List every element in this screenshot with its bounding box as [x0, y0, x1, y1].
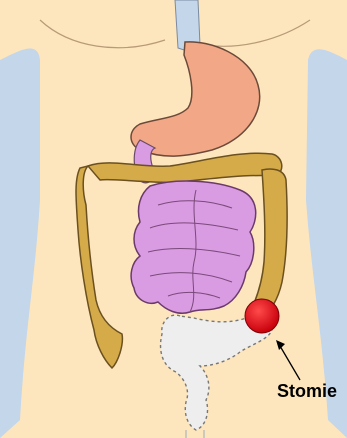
stoma-label: Stomie	[277, 381, 337, 402]
stoma	[245, 299, 279, 333]
